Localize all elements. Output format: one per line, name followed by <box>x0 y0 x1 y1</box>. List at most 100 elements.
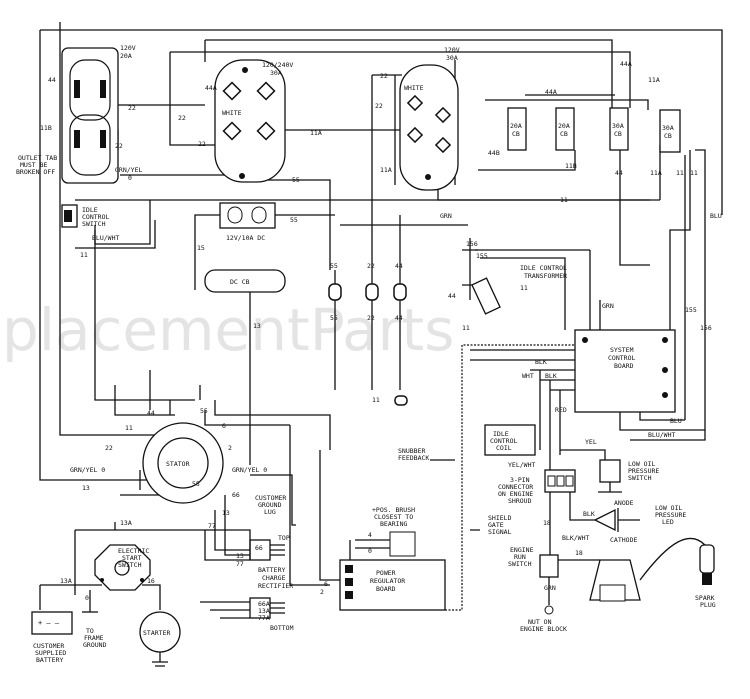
circuit-breakers: 20A CB 20A CB 30A CB 30A CB 44A 44A 11A … <box>488 60 722 220</box>
spark-plug-label: SPARK <box>695 594 715 602</box>
regulator-label: POWER <box>376 569 396 577</box>
wire-label: 44 <box>48 76 56 84</box>
start-switch-label: SWITCH <box>118 561 142 569</box>
receptacle-30a-rating: 120V <box>444 46 460 54</box>
wire-label: 22 <box>198 140 206 148</box>
wire-label: 55 <box>192 480 200 488</box>
low-oil-switch-label: PRESSURE <box>628 467 659 475</box>
wire-label: 11 <box>125 424 133 432</box>
inline-connectors: 55 22 44 55 22 44 GRN 11 <box>328 212 468 406</box>
white-terminal-label: WHITE <box>404 84 424 92</box>
wire-label: 13A <box>258 607 270 615</box>
idle-switch-label: IDLE <box>82 206 98 214</box>
anode-label: ANODE <box>614 499 634 507</box>
wire-label: 44A <box>545 88 557 96</box>
top-label: TOP <box>278 534 290 542</box>
wire-label: 77A <box>258 614 270 622</box>
wire-label: 11 <box>80 251 88 259</box>
board-label: CONTROL <box>608 354 635 362</box>
system-control-board: SYSTEM CONTROL BOARD GRN 155 156 BLU BLU… <box>574 250 712 439</box>
wire-label: 55 <box>330 314 338 322</box>
wire-label: 18 <box>575 549 583 557</box>
start-switch-label: START <box>122 554 142 562</box>
wire-label: 11 <box>372 396 380 404</box>
breaker-type: CB <box>664 132 672 140</box>
wire-label: BLU <box>670 417 682 425</box>
idle-control-switch: IDLE CONTROL SWITCH BLU/WHT 11 <box>61 204 119 259</box>
wire-label: 13 <box>82 484 90 492</box>
power-regulator-board: POWER REGULATOR BOARD 6 2 4 0 +POS. BRUS… <box>289 425 512 611</box>
wire-label: GRN <box>440 212 452 220</box>
frame-ground-label: FRAME <box>84 634 104 642</box>
transformer-label: TRANSFORMER <box>524 272 567 280</box>
shield-label: SHIELD <box>488 514 512 522</box>
starting-circuit: 13A ELECTRIC START SWITCH 13A 16 0 + — —… <box>31 519 251 667</box>
wire-label: 22 <box>128 104 136 112</box>
dc-receptacle-label: 12V/10A DC <box>226 234 265 242</box>
wire-label: 55 <box>200 407 208 415</box>
wire-label: 2 <box>228 444 232 452</box>
wire-label: 11 <box>560 196 568 204</box>
connector-label: 3-PIN <box>510 476 530 484</box>
wire-label: 22 <box>380 72 388 80</box>
breaker-rating: 20A <box>510 122 522 130</box>
wire-label: 66 <box>255 544 263 552</box>
low-oil-switch-label: SWITCH <box>628 474 652 482</box>
starter-label: STARTER <box>143 629 170 637</box>
regulator-label: BOARD <box>376 585 396 593</box>
nut-label: ENGINE BLOCK <box>520 625 567 633</box>
wire-label: BLU/WHT <box>648 431 675 439</box>
rectifier-label: CHARGE <box>262 574 286 582</box>
wire-label: 55 <box>330 262 338 270</box>
snubber-label: SNUBBER <box>398 447 425 455</box>
wire-label: 6 <box>222 422 226 430</box>
receptacle-120v-20a: 120V 20A 44 11B 22 22 OUTLET TAB MUST BE… <box>16 44 142 184</box>
wire-label: 44 <box>395 262 403 270</box>
coil-label: CONTROL <box>490 437 517 445</box>
cathode-label: CATHODE <box>610 536 637 544</box>
wire-label: 22 <box>367 314 375 322</box>
stator-label: STATOR <box>166 460 190 468</box>
wire-label: 11A <box>650 169 662 177</box>
wire-label: 16 <box>147 577 155 585</box>
wire-label: 4 <box>368 531 372 539</box>
wire-label: 44B <box>488 149 500 157</box>
led-label: PRESSURE <box>655 511 686 519</box>
idle-switch-label: CONTROL <box>82 213 109 221</box>
dc-breaker: DC CB 13 <box>204 269 286 465</box>
watermark: placementParts <box>2 296 454 364</box>
receptacle-240-rating: 120/240V <box>262 61 293 69</box>
wire-label: YEL <box>585 438 597 446</box>
wire-label: 18 <box>543 519 551 527</box>
customer-ground-lug: CUSTOMER GROUND LUG <box>250 474 296 526</box>
regulator-label: REGULATOR <box>370 577 405 585</box>
wire-label: 2 <box>320 588 324 596</box>
wire-label: 13 <box>236 552 244 560</box>
receptacle-30a-amps: 30A <box>446 54 458 62</box>
coil-label: IDLE <box>493 430 509 438</box>
battery-label: BATTERY <box>36 656 63 664</box>
wire-label: 13 <box>253 322 261 330</box>
wire-label: 44 <box>615 169 623 177</box>
wire-label: 11A <box>380 166 392 174</box>
board-label: SYSTEM <box>610 346 634 354</box>
idle-control-transformer: 156 155 IDLE CONTROL TRANSFORMER 11 44 1… <box>448 238 590 332</box>
wire-label: 22 <box>375 102 383 110</box>
low-oil-led: ANODE CATHODE LOW OIL PRESSURE LED <box>593 499 686 544</box>
wire-label: 13A <box>60 577 72 585</box>
connector-label: CONNECTOR <box>498 483 533 491</box>
wire-label: 66 <box>232 491 240 499</box>
breaker-type: CB <box>560 130 568 138</box>
wire-label: BLK <box>545 372 557 380</box>
wire-label: YEL/WHT <box>508 461 535 469</box>
wire-label: 44A <box>205 84 217 92</box>
wire-label: BLU <box>710 212 722 220</box>
low-oil-pressure-switch: YEL LOW OIL PRESSURE SWITCH <box>560 438 659 493</box>
receptacle-120v-30a: 120V 30A 22 22 WHITE 11A <box>375 46 460 191</box>
wire-label: BLK <box>583 510 595 518</box>
frame-ground-label: GROUND <box>83 641 107 649</box>
wire-label: 0 <box>368 547 372 555</box>
wire-label: 156 <box>466 240 478 248</box>
